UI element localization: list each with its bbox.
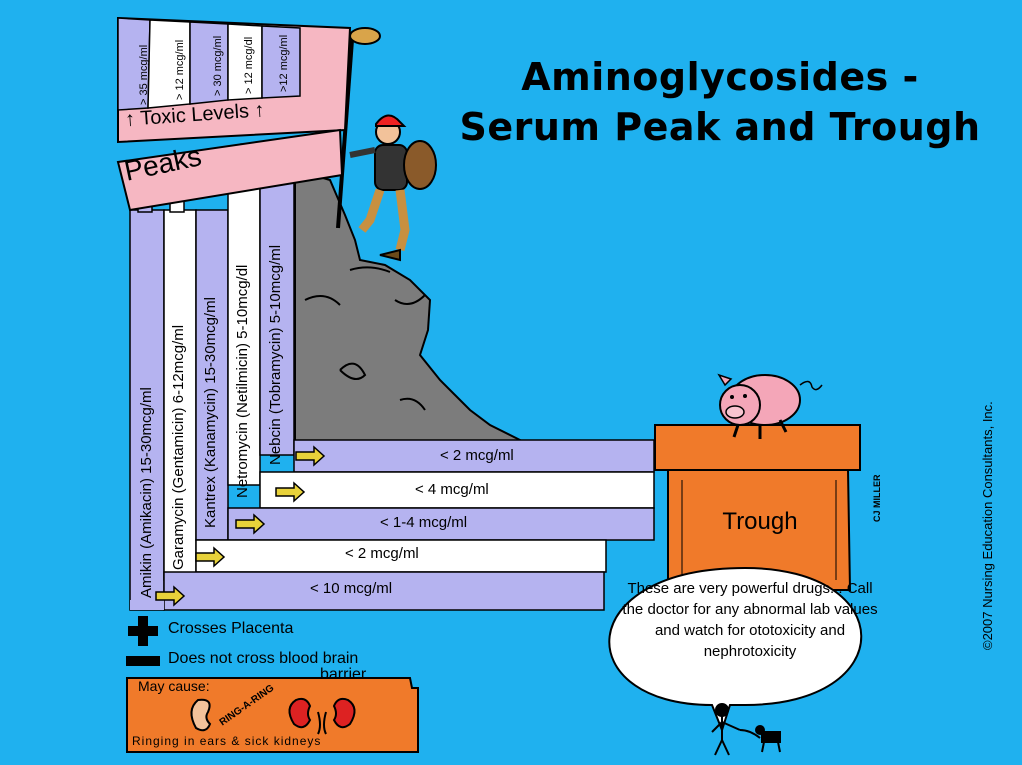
climber-illustration [349, 114, 437, 262]
kidney-icon [288, 697, 356, 735]
copyright: ©2007 Nursing Education Consultants, Inc… [980, 401, 995, 650]
trough-value: < 2 mcg/ml [345, 545, 419, 562]
artist-signature: CJ MILLER [872, 474, 882, 522]
title-line-2: Serum Peak and Trough [459, 105, 981, 149]
toxic-value: >12 mcg/ml [278, 34, 290, 92]
may-cause-label: May cause: [138, 678, 210, 694]
toxic-value: > 12 mcg/dl [243, 36, 255, 94]
trough-value: < 1-4 mcg/ml [380, 514, 468, 531]
legend-minus-text: Does not cross blood brain [168, 650, 359, 667]
yellow-arrow-icons [155, 445, 326, 607]
minus-icon [126, 656, 160, 666]
drug-name: Amikin (Amikacin) 15-30mcg/ml [138, 387, 155, 598]
drug-name: Kantrex (Kanamycin) 15-30mcg/ml [202, 297, 219, 528]
side-effects-box [126, 677, 419, 753]
plus-icon [128, 616, 158, 646]
side-effects-caption: Ringing in ears & sick kidneys [132, 734, 322, 748]
toxic-value: > 35 mcg/ml [138, 44, 150, 105]
drug-name: Netromycin (Netilmicin) 5-10mcg/dl [234, 264, 251, 498]
flag-pole [336, 39, 354, 229]
toxic-value: > 12 mcg/ml [174, 39, 186, 100]
title-line-1: Aminoglycosides - [521, 55, 919, 99]
toxic-value: > 30 mcg/ml [212, 35, 224, 96]
trough-label: Trough [722, 508, 798, 535]
legend-plus-text: Crosses Placenta [168, 620, 294, 637]
trough-value: < 10 mcg/ml [310, 580, 393, 597]
ear-icon [190, 698, 212, 732]
drug-name: Nebcin (Tobramycin) 5-10mcg/ml [267, 244, 284, 465]
person-and-dog-illustration [711, 703, 781, 756]
trough-box [654, 424, 861, 591]
trough-value: < 4 mcg/ml [415, 481, 489, 498]
drug-name: Garamycin (Gentamicin) 6-12mcg/ml [170, 324, 187, 570]
speech-bubble [608, 566, 863, 733]
pig-illustration [717, 373, 823, 439]
mountain [294, 168, 541, 462]
legend-minus-text-cont: barrier [320, 666, 367, 683]
peaks-banner [116, 128, 344, 212]
speech-bubble-text: These are very powerful drugs... Call th… [622, 580, 878, 660]
page-title: Aminoglycosides - Serum Peak and Trough [440, 52, 1000, 152]
trough-value: < 2 mcg/ml [440, 447, 514, 464]
